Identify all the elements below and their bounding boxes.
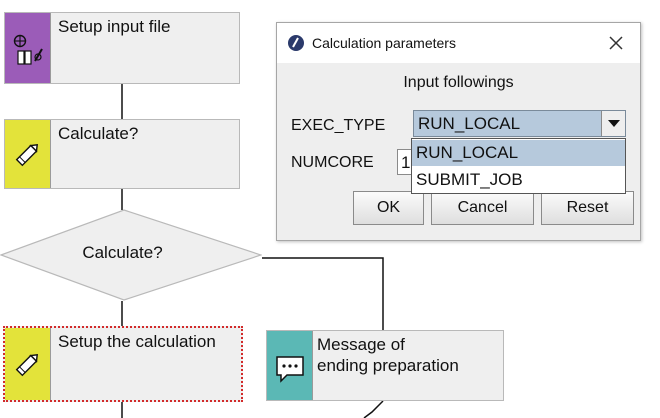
cancel-button[interactable]: Cancel [431,191,534,225]
dropdown-option-submit-job[interactable]: SUBMIT_JOB [416,170,523,189]
task-icon-strip [5,120,51,188]
dialog-heading: Input followings [403,74,514,91]
task-icon-strip [5,13,51,83]
exec-type-dropdown-list: RUN_LOCAL SUBMIT_JOB [411,138,626,194]
exec-type-value: RUN_LOCAL [418,114,521,133]
task-setup-input-file[interactable]: Setup input file [4,12,240,84]
task-label: Calculate? [58,124,139,143]
dropdown-option-run-local[interactable]: RUN_LOCAL [412,140,625,166]
pencil-icon [15,354,38,377]
decision-diamond[interactable] [0,209,262,301]
task-icon-strip [5,328,51,400]
calculation-parameters-dialog: Calculation parameters Input followings … [276,22,641,241]
task-label: Setup input file [58,17,171,36]
task-calculate[interactable]: Calculate? [4,119,240,189]
close-button[interactable] [604,31,628,55]
task-label: Message of ending preparation [317,335,459,375]
task-label: Setup the calculation [58,332,216,351]
exec-type-label: EXEC_TYPE [291,117,386,134]
exec-type-select[interactable]: RUN_LOCAL [413,110,626,137]
decision-label: Calculate? [82,243,163,262]
chat-bubble-icon [276,356,304,383]
task-icon-strip [267,331,313,400]
dropdown-arrow-button[interactable] [601,111,625,136]
task-message-ending-preparation[interactable]: Message of ending preparation [266,330,504,401]
ok-button[interactable]: OK [353,191,424,225]
numcore-value: 1 [401,153,411,172]
numcore-label: NUMCORE [291,154,374,171]
dialog-title: Calculation parameters [312,35,456,51]
task-setup-calculation[interactable]: Setup the calculation [3,326,243,402]
pencil-icon [15,144,38,167]
globe-files-icon [13,34,43,65]
close-icon [609,36,623,50]
chevron-down-icon [608,120,620,127]
reset-button[interactable]: Reset [541,191,634,225]
app-logo-icon [288,35,304,51]
dialog-titlebar[interactable]: Calculation parameters [277,23,640,63]
